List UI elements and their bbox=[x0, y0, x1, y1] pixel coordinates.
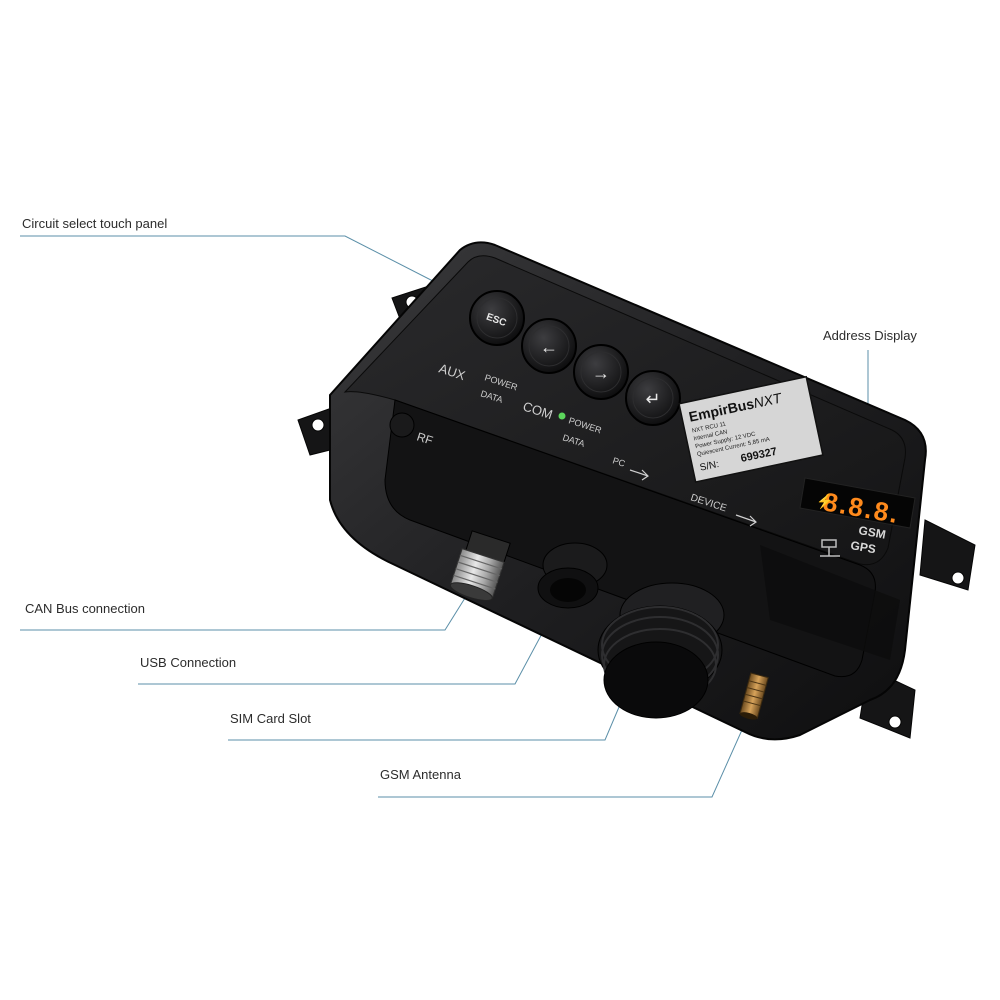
rf-label: RF bbox=[415, 430, 435, 448]
sim-line bbox=[228, 699, 623, 741]
usb-icon-pc bbox=[629, 469, 649, 481]
touch-panel-line bbox=[20, 235, 471, 301]
gsm-antenna-line bbox=[378, 711, 751, 798]
gsm-antenna-connector bbox=[739, 672, 769, 720]
lower-panel bbox=[384, 399, 876, 678]
usb-line bbox=[138, 614, 553, 685]
callout-gsm-antenna: GSM Antenna bbox=[380, 767, 461, 782]
esc-button[interactable]: ESC bbox=[469, 290, 525, 346]
callout-touch-panel: Circuit select touch panel bbox=[22, 216, 168, 231]
label-plate: EmpirBusNXT NXT RCU 11 Internal CAN Powe… bbox=[678, 375, 824, 483]
left-arrow-icon: ← bbox=[540, 337, 558, 357]
rf-button-icon bbox=[389, 412, 415, 438]
right-arrow-icon: → bbox=[592, 363, 610, 383]
callout-can-bus: CAN Bus connection bbox=[25, 601, 145, 616]
right-arrow-button[interactable]: → bbox=[573, 344, 629, 400]
callout-lines bbox=[20, 235, 869, 798]
can-bus-line bbox=[20, 589, 471, 631]
callout-sim-card: SIM Card Slot bbox=[230, 711, 311, 726]
callout-usb: USB Connection bbox=[140, 655, 237, 670]
can-bus-connector bbox=[449, 530, 511, 602]
left-arrow-button[interactable]: ← bbox=[521, 318, 577, 374]
serial-prefix: S/N: bbox=[699, 459, 720, 474]
enter-icon: ↵ bbox=[645, 389, 660, 409]
enter-button[interactable]: ↵ bbox=[625, 370, 681, 426]
usb-icon-device bbox=[735, 514, 757, 527]
gps-label: GPS bbox=[849, 538, 876, 556]
touch-panel: ESC ← → ↵ bbox=[469, 290, 681, 426]
lightning-icon: ⚡ bbox=[816, 493, 833, 510]
callout-address-display: Address Display bbox=[823, 328, 917, 343]
power-led-icon bbox=[558, 412, 566, 420]
usb-connector bbox=[537, 542, 608, 609]
satellite-icon bbox=[820, 539, 840, 557]
pc-label: PC bbox=[611, 455, 626, 469]
gsm-label: GSM bbox=[857, 523, 886, 542]
sim-card-slot bbox=[597, 582, 725, 719]
